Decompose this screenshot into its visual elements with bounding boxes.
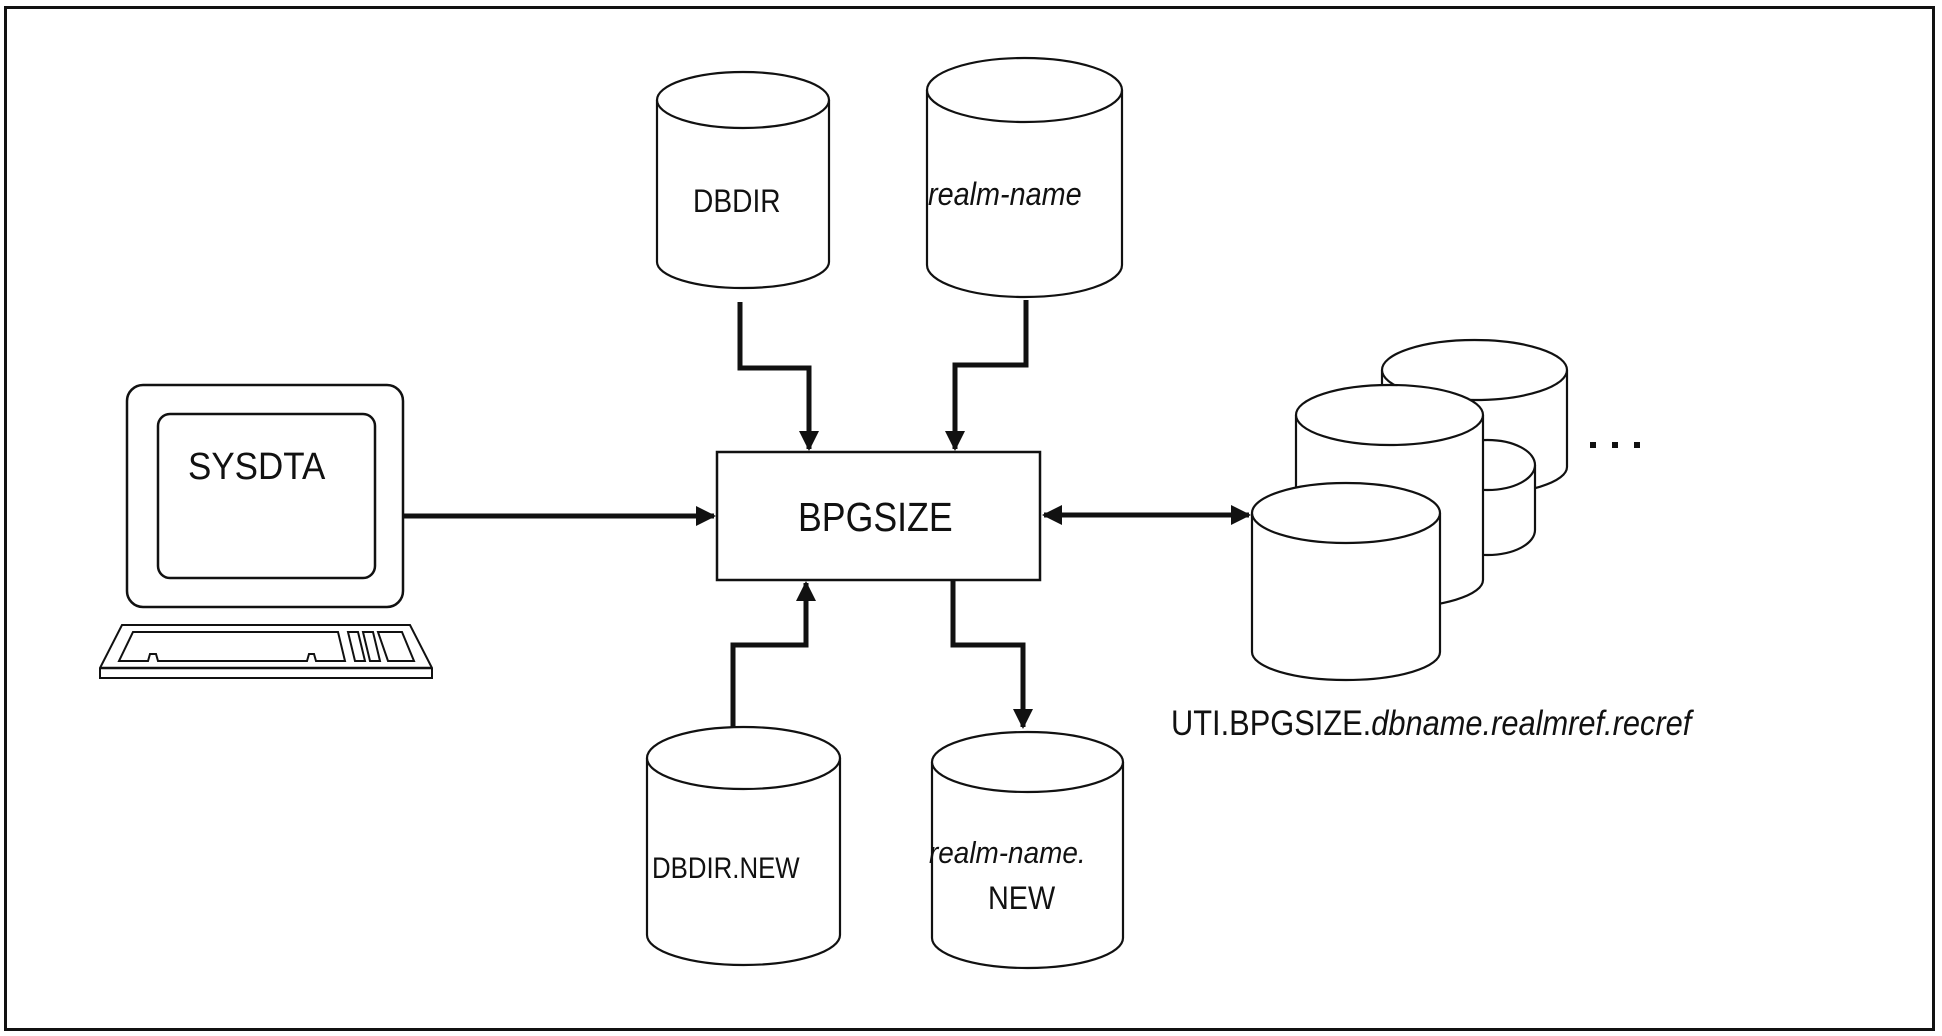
terminal-label: SYSDTA bbox=[188, 446, 326, 488]
diagram-frame bbox=[4, 6, 1935, 1031]
keyboard-icon bbox=[99, 624, 433, 679]
work-files-label-fixed: UTI.BPGSIZE. bbox=[1171, 704, 1372, 743]
realm-name-new-label-line1: realm-name. bbox=[929, 835, 1086, 870]
cylinder-realm-name bbox=[925, 56, 1124, 299]
work-files-label: UTI.BPGSIZE.dbname.realmref.recref bbox=[1171, 704, 1691, 744]
program-label: BPGSIZE bbox=[798, 494, 953, 540]
cylinder-realm-name-new bbox=[930, 730, 1125, 970]
realm-name-label: realm-name bbox=[928, 176, 1082, 212]
dbdir-new-label: DBDIR.NEW bbox=[652, 852, 800, 885]
cylinder-dbdir-new bbox=[645, 725, 842, 967]
arrow-realm-name-to-bpgsize bbox=[945, 300, 1029, 451]
cylinder-dbdir bbox=[655, 70, 831, 290]
arrow-dbdir-new-to-bpgsize bbox=[730, 581, 816, 727]
arrow-dbdir-to-bpgsize bbox=[737, 302, 819, 451]
more-files-ellipsis bbox=[1590, 442, 1640, 448]
work-files-label-variable: dbname.realmref.recref bbox=[1371, 704, 1692, 743]
dbdir-label: DBDIR bbox=[693, 183, 781, 219]
terminal-icon bbox=[99, 383, 433, 679]
bpgsize-box bbox=[715, 450, 1042, 582]
monitor-screen bbox=[156, 412, 377, 580]
arrow-bpgsize-to-realm-name-new bbox=[950, 581, 1033, 729]
work-file-cylinder-front bbox=[1250, 481, 1442, 682]
realm-name-new-label-line2: NEW bbox=[988, 880, 1056, 916]
